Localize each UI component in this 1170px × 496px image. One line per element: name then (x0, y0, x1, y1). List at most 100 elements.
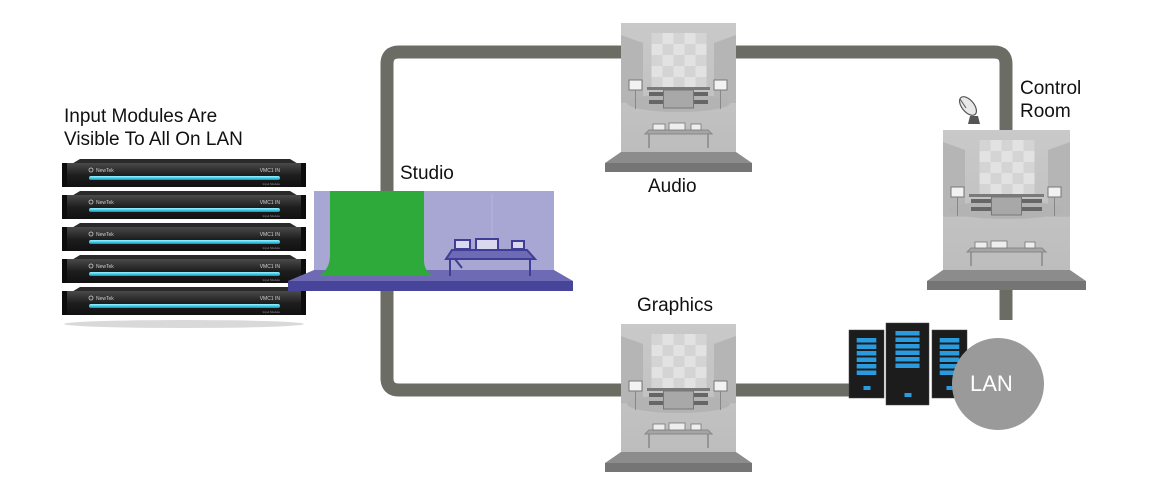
video-wall-tile (673, 367, 685, 378)
video-wall-tile (684, 55, 696, 66)
video-wall-tile (684, 334, 696, 345)
graphics-room (605, 324, 752, 472)
video-wall-tile (651, 356, 663, 367)
rack-sublabel: Input Module (263, 182, 281, 186)
video-wall-tile (695, 378, 707, 389)
rack-glow-bar (89, 272, 280, 276)
video-wall-tile (1023, 184, 1035, 195)
video-wall-tile (695, 77, 707, 88)
server-light (895, 337, 920, 342)
audio-label: Audio (648, 176, 697, 197)
video-wall-tile (651, 55, 663, 66)
video-wall-tile (979, 151, 991, 162)
video-wall-tile (990, 162, 1002, 173)
monitor-stand (713, 79, 728, 91)
video-wall-tile (695, 44, 707, 55)
video-wall-tile (990, 173, 1002, 184)
video-wall-tile (1023, 151, 1035, 162)
server-rack-icon (848, 322, 968, 406)
video-wall-tile (673, 66, 685, 77)
network-cable (380, 45, 1013, 397)
video-wall-tile (662, 66, 674, 77)
video-wall-tile (695, 66, 707, 77)
video-wall-tile (673, 334, 685, 345)
video-wall-tile (979, 162, 991, 173)
control-room-label-line2: Room (1020, 101, 1071, 122)
video-wall-tile (695, 334, 707, 345)
video-wall-tile (1012, 173, 1024, 184)
video-wall-tile (695, 345, 707, 356)
video-wall-tile (990, 151, 1002, 162)
rack-model: VMC1 IN (260, 168, 281, 174)
rack-sublabel: Input Module (263, 246, 281, 250)
server-light (895, 357, 920, 362)
video-wall-tile (1012, 140, 1024, 151)
video-wall-tile (673, 55, 685, 66)
video-wall-tile (684, 77, 696, 88)
server-light (895, 344, 920, 349)
lan-circle (952, 338, 1044, 430)
rack-glow-bar (89, 304, 280, 308)
satellite-dish-icon (958, 96, 980, 124)
video-wall-tile (1023, 140, 1035, 151)
rack-glow-bar (89, 208, 280, 212)
video-wall-tile (684, 345, 696, 356)
control-room-label: Control Room (1020, 77, 1081, 123)
monitor-stand (628, 380, 643, 392)
rack-model: VMC1 IN (260, 296, 281, 302)
newtek-logo-icon (88, 295, 94, 301)
video-wall-tile (695, 367, 707, 378)
operator-desk (643, 429, 714, 435)
video-wall-tile (684, 66, 696, 77)
video-wall-tile (979, 184, 991, 195)
server-light (856, 351, 877, 356)
studio-label: Studio (400, 163, 454, 184)
video-wall-tile (673, 356, 685, 367)
studio-desk (444, 238, 538, 276)
monitor-stand (1047, 186, 1062, 198)
operator-desk (643, 129, 714, 135)
room-floor (605, 452, 752, 463)
rack-sublabel: Input Module (263, 278, 281, 282)
rack-sublabel: Input Module (263, 310, 281, 314)
video-wall-tile (673, 44, 685, 55)
rack-model: VMC1 IN (260, 232, 281, 238)
server-light (939, 370, 960, 375)
server-light (856, 338, 877, 343)
rack-model: VMC1 IN (260, 264, 281, 270)
video-wall-tile (651, 345, 663, 356)
video-wall-tile (684, 367, 696, 378)
server-light (895, 350, 920, 355)
video-wall-tile (662, 77, 674, 88)
video-wall-tile (673, 345, 685, 356)
video-wall-tile (662, 345, 674, 356)
monitor-stand (950, 186, 965, 198)
server-light (856, 364, 877, 369)
video-wall-tile (673, 378, 685, 389)
server-light (856, 357, 877, 362)
anchor-desk (663, 390, 694, 410)
server-light (939, 364, 960, 369)
anchor-desk (991, 196, 1022, 216)
video-wall-tile (1023, 173, 1035, 184)
video-wall-tile (684, 33, 696, 44)
newtek-logo-icon (88, 231, 94, 237)
monitor-stand (713, 380, 728, 392)
lan-node (952, 338, 1044, 430)
newtek-logo-icon (88, 263, 94, 269)
input-modules-caption-line2: Visible To All On LAN (64, 129, 243, 150)
anchor-desk (663, 89, 694, 109)
studio-set (288, 191, 573, 291)
video-wall-tile (695, 356, 707, 367)
video-wall-tile (651, 378, 663, 389)
video-wall-tile (1001, 151, 1013, 162)
video-wall-tile (651, 66, 663, 77)
video-wall-tile (1023, 162, 1035, 173)
video-wall-tile (662, 378, 674, 389)
server-light (939, 351, 960, 356)
server-light (856, 370, 877, 375)
server-light (939, 338, 960, 343)
